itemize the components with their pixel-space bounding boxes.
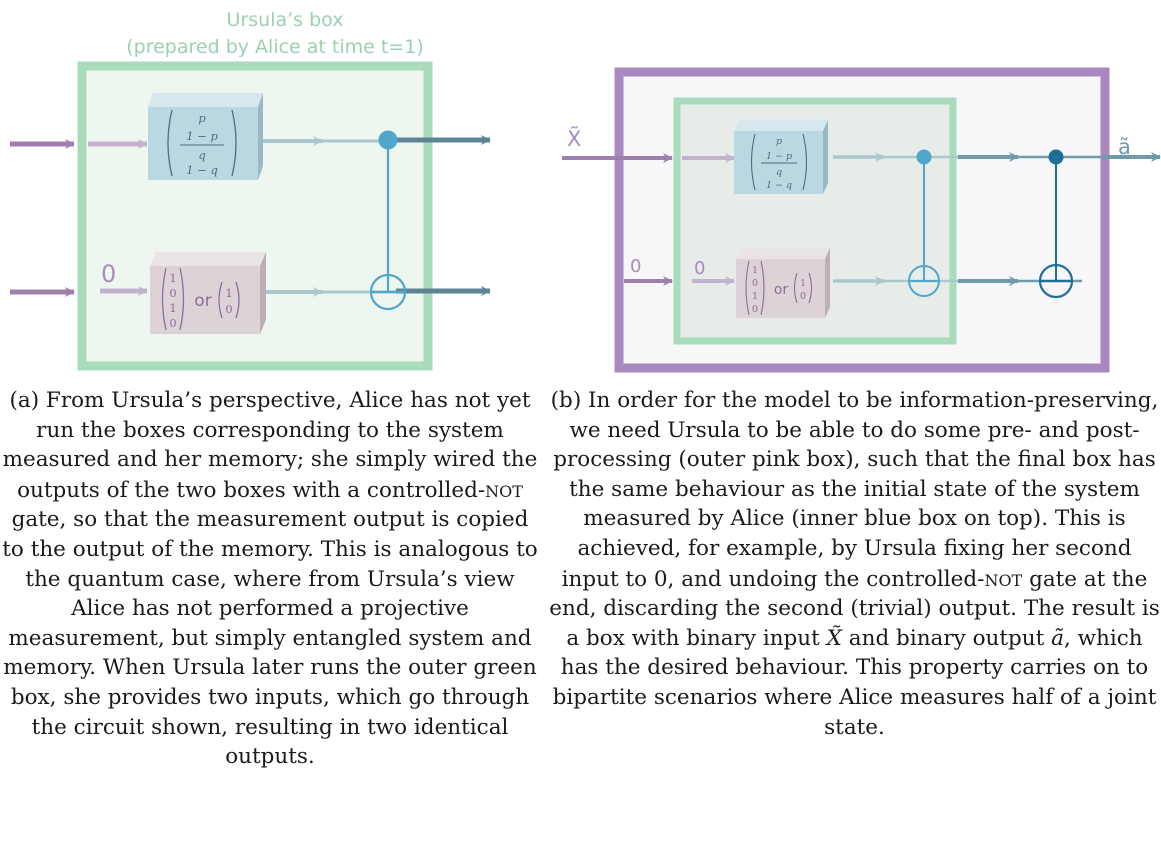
b-memory-vector1-entry-3: 1 [752, 291, 758, 302]
ursula-box-subtitle: (prepared by Alice at time t=1) [126, 36, 424, 58]
caption-b-a-variable: ã [1051, 625, 1064, 651]
b-memory-vector2-entry-1: 1 [800, 278, 806, 289]
caption-a-not: NOT [485, 475, 523, 503]
memory-vector1-entry-1: 1 [169, 271, 176, 285]
panel-a: Ursula’s box (prepared by Alice at time … [10, 9, 491, 371]
b-memory-vector2-entry-2: 0 [800, 291, 806, 302]
memory-vector1-entry-3: 1 [169, 301, 176, 315]
diagram-figure: Ursula’s box (prepared by Alice at time … [10, 9, 1161, 373]
b-top-box-entry-p: p [776, 136, 782, 147]
b-inner-cnot-gate [908, 149, 940, 297]
caption-a-part2: gate, so that the measurement output is … [2, 507, 538, 770]
caption-a-part1: (a) From Ursula’s perspective, Alice has… [2, 388, 538, 503]
b-inner-zero-label: 0 [694, 258, 705, 279]
memory-vector2-entry-1: 1 [225, 286, 232, 300]
b-memory-box-cube: 1 0 1 0 or 1 0 [736, 248, 830, 318]
caption-a: (a) From Ursula’s perspective, Alice has… [0, 386, 540, 772]
cnot-gate [369, 130, 407, 311]
caption-b-part4: , which has the desired behaviour. This … [552, 625, 1157, 740]
caption-b-x-variable: X̃ [826, 625, 842, 651]
b-outer-cnot-gate [1038, 149, 1074, 299]
b-inner-cnot-control-dot [916, 149, 932, 165]
b-top-box-entry-1-q: 1 − q [766, 180, 792, 191]
b-memory-vector1-entry-4: 0 [752, 304, 758, 315]
memory-vector1-entry-4: 0 [169, 316, 176, 330]
caption-b-not: NOT [984, 564, 1023, 592]
memory-vector2-entry-2: 0 [225, 302, 232, 316]
output-a-label: ã [1118, 135, 1131, 159]
caption-b: (b) In order for the model to be informa… [548, 386, 1161, 742]
input-zero-label: 0 [101, 260, 116, 288]
b-top-box-entry-q: q [776, 167, 782, 178]
ursula-box-title: Ursula’s box [227, 9, 344, 31]
b-memory-vector1-entry-1: 1 [752, 265, 758, 276]
panel-b: X̃ ã 0 0 p 1 − p q [562, 67, 1161, 373]
top-box-entry-p: p [198, 111, 206, 125]
b-outer-zero-label: 0 [630, 256, 641, 277]
memory-or-label: or [194, 291, 211, 311]
cnot-control-dot [378, 130, 398, 150]
top-box-entry-1-q: 1 − q [186, 163, 218, 177]
memory-box-cube: 1 0 1 0 or 1 0 [150, 252, 266, 334]
caption-b-part1: (b) In order for the model to be informa… [550, 388, 1159, 592]
top-box-entry-1-p: 1 − p [186, 129, 218, 143]
b-outer-cnot-control-dot [1048, 149, 1064, 165]
b-system-box-cube: p 1 − p q 1 − q [734, 120, 828, 194]
b-memory-or-label: or [774, 282, 789, 298]
top-box-entry-q: q [198, 148, 205, 162]
system-box-cube: p 1 − p q 1 − q [148, 93, 263, 180]
b-memory-vector1-entry-2: 0 [752, 278, 758, 289]
caption-b-part3: and binary output [841, 625, 1052, 651]
input-x-label: X̃ [567, 126, 581, 151]
caption-b-part2: gate at the end, discarding the second (… [549, 566, 1160, 651]
memory-vector1-entry-2: 0 [169, 286, 176, 300]
b-top-box-entry-1-p: 1 − p [766, 151, 792, 162]
